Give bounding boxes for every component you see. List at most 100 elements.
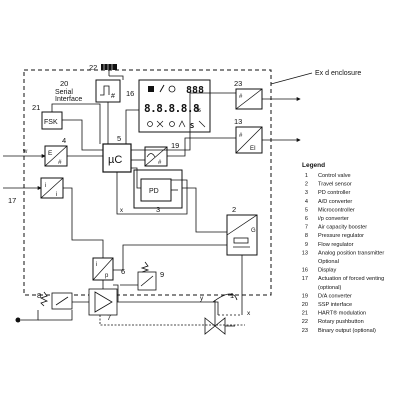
microcontroller-label: µC bbox=[108, 154, 122, 166]
pt-diagonal bbox=[235, 126, 263, 154]
label-5: 5 bbox=[117, 134, 121, 143]
label-2: 2 bbox=[232, 205, 236, 214]
legend-item-text: Analog position transmitter bbox=[318, 250, 384, 256]
rotary-pushbutton[interactable] bbox=[101, 64, 117, 76]
legend-item-number: 3 bbox=[305, 190, 308, 196]
label-21: 21 bbox=[32, 103, 40, 112]
display-bar-icon bbox=[148, 86, 154, 92]
fv-diagonal bbox=[40, 177, 64, 199]
legend-item-number: 16 bbox=[302, 268, 308, 274]
da-hash-label: # bbox=[158, 160, 162, 166]
ip-diagonal bbox=[92, 257, 114, 281]
ip-i: i bbox=[96, 262, 97, 268]
display-percent: % bbox=[196, 105, 201, 114]
label-19: 19 bbox=[171, 141, 179, 150]
label-13: 13 bbox=[234, 117, 242, 126]
da-arc-icon bbox=[146, 153, 156, 158]
display-symbol-1 bbox=[147, 121, 153, 127]
w-label: w bbox=[22, 149, 28, 155]
legend-item-text: HART® modulation bbox=[318, 310, 366, 317]
legend-item-text: SSP interface bbox=[318, 302, 352, 308]
label-3: 3 bbox=[156, 205, 160, 214]
legend-item-text: i/p converter bbox=[318, 216, 349, 222]
legend-item-number: 7 bbox=[305, 225, 308, 231]
ex-d-enclosure-boundary bbox=[23, 69, 272, 296]
legend-item-text: Rotary pushbutton bbox=[318, 319, 364, 325]
label-9: 9 bbox=[160, 270, 164, 279]
pt-ei: EI bbox=[250, 146, 256, 152]
legend-item-number: 13 bbox=[302, 250, 308, 256]
legend-item-number: 21 bbox=[302, 311, 308, 317]
encoder-hash: # bbox=[111, 93, 115, 100]
legend-item-text: (optional) bbox=[318, 285, 341, 291]
legend-item-number: 22 bbox=[302, 319, 308, 325]
legend-item-number: 8 bbox=[305, 233, 308, 239]
pd-label: PD bbox=[149, 188, 159, 195]
legend-item-text: PD controller bbox=[318, 190, 350, 196]
display-digits: 888 bbox=[186, 85, 204, 96]
x-label-inner: x bbox=[120, 208, 123, 214]
display-circle-icon bbox=[168, 85, 176, 93]
legend-item-text: Travel sensor bbox=[318, 182, 352, 188]
external-lines bbox=[3, 97, 301, 300]
display-symbol-2 bbox=[156, 120, 164, 128]
serial-interface-line-2: Interface bbox=[55, 96, 82, 103]
x-label: x bbox=[247, 310, 251, 317]
legend-item-number: 9 bbox=[305, 242, 308, 248]
ad-e-label: E bbox=[48, 150, 53, 157]
ts-resistor bbox=[233, 237, 249, 244]
ts-g-label: G bbox=[251, 228, 256, 234]
label-8: 8 bbox=[37, 291, 41, 300]
bo-diagonal bbox=[235, 88, 263, 110]
display-slash-icon bbox=[159, 84, 165, 93]
label-6: 6 bbox=[121, 267, 125, 276]
legend-item-text: Microcontroller bbox=[318, 207, 355, 213]
legend-item-text: A/D converter bbox=[318, 199, 352, 205]
bo-hash: # bbox=[239, 94, 243, 100]
pulse-icon bbox=[100, 85, 110, 96]
legend-item-text: Control valve bbox=[318, 173, 351, 179]
pt-hash: # bbox=[239, 133, 243, 139]
legend-item-number: 5 bbox=[305, 207, 308, 213]
label-7: 7 bbox=[107, 313, 111, 322]
serial-interface-label: Serial Interface bbox=[55, 89, 82, 103]
legend-item-text: Display bbox=[318, 268, 337, 274]
legend-item-text: Binary output (optional) bbox=[318, 328, 376, 334]
label-23: 23 bbox=[234, 79, 242, 88]
enclosure-leader-line bbox=[270, 72, 313, 85]
legend-item-number: 19 bbox=[302, 293, 308, 299]
legend-item-text: Flow regulator bbox=[318, 242, 354, 248]
legend: Legend 1 Control valve 2 Travel sensor 3 PD c… bbox=[302, 162, 385, 334]
display-big-digits: 8.8.8.8.8 bbox=[144, 102, 199, 115]
fsk-label: FSK bbox=[44, 119, 58, 126]
display-symbol-5 bbox=[198, 120, 206, 128]
legend-item-number: 23 bbox=[302, 328, 308, 334]
legend-item-number: 6 bbox=[305, 216, 308, 222]
legend-item-text: Actuation of forced venting bbox=[318, 276, 384, 282]
legend-title: Legend bbox=[302, 162, 325, 169]
label-16: 16 bbox=[126, 89, 134, 98]
signal-wiring bbox=[51, 75, 236, 271]
ip-p: p bbox=[105, 273, 109, 279]
serial-interface-line-1: Serial bbox=[55, 89, 73, 96]
travel-sensor-block bbox=[226, 214, 258, 256]
display-16: 888 8.8.8.8.8 % S bbox=[138, 79, 211, 133]
pneumatic-section bbox=[21, 261, 245, 335]
label-1: 1 bbox=[230, 291, 234, 300]
legend-item-number: 2 bbox=[305, 182, 308, 188]
supply-inlet-icon bbox=[15, 317, 21, 323]
legend-item-number: 1 bbox=[305, 173, 308, 179]
label-4: 4 bbox=[62, 136, 66, 145]
y-label: y bbox=[200, 295, 204, 302]
label-17: 17 bbox=[8, 196, 16, 205]
fv-i-top: i bbox=[45, 183, 46, 189]
legend-item-text: D/A converter bbox=[318, 293, 352, 299]
fv-i-bottom: i bbox=[56, 192, 57, 198]
pushbutton-encoder-block bbox=[95, 79, 121, 103]
enclosure-label: Ex d enclosure bbox=[315, 70, 361, 77]
ad-diagonal bbox=[44, 145, 68, 167]
legend-item-number: 4 bbox=[305, 199, 308, 205]
legend-item-number: 20 bbox=[302, 302, 308, 308]
legend-item-text: Air capacity booster bbox=[318, 225, 367, 231]
